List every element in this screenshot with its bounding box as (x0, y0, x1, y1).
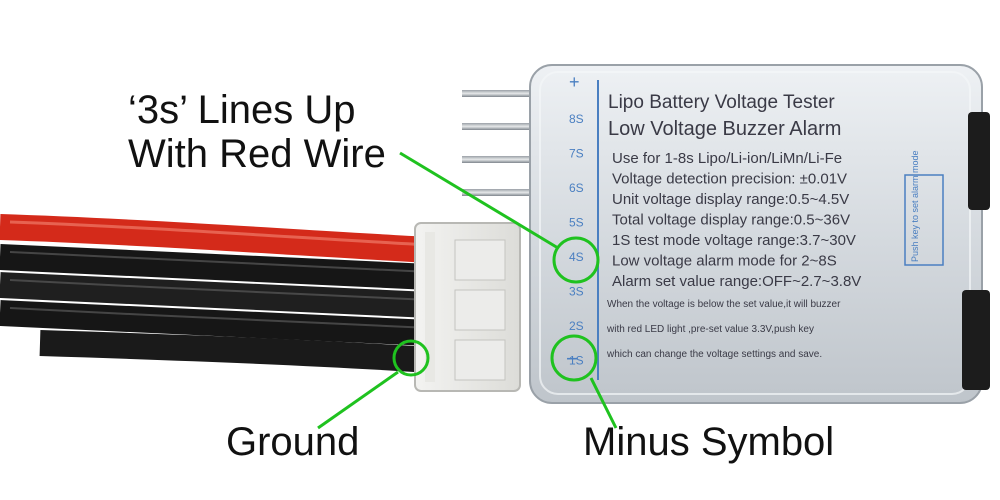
jst-connector (414, 222, 521, 392)
device-spec-lines: Use for 1-8s Lipo/Li-ion/LiMn/Li-FeVolta… (612, 150, 861, 290)
device-spec-line: Use for 1-8s Lipo/Li-ion/LiMn/Li-Fe (612, 150, 842, 167)
plus-symbol: + (569, 72, 580, 92)
black-wire (0, 272, 431, 318)
device-title-2: Low Voltage Buzzer Alarm (608, 118, 841, 140)
callout-circle-ground (392, 339, 430, 377)
side-connector (968, 112, 990, 210)
black-wire (0, 244, 431, 290)
header-pin (462, 123, 544, 130)
black-wire (0, 300, 431, 346)
pin-label: 8S (569, 112, 584, 126)
red-wire (0, 214, 431, 263)
header-pin (462, 156, 544, 163)
device-spec-line: Unit voltage display range:0.5~4.5V (612, 191, 849, 208)
device-note-line: which can change the voltage settings an… (606, 349, 822, 360)
device-note-line: with red LED light ,pre-set value 3.3V,p… (606, 324, 814, 335)
tester-body (529, 64, 990, 404)
callout-minus-label: Minus Symbol (583, 420, 835, 464)
callout-line-ground (317, 370, 399, 430)
pin-label: 3S (569, 285, 584, 299)
callout-circle-3s (552, 236, 600, 284)
device-spec-line: Voltage detection precision: ±0.01V (612, 171, 847, 188)
callout-3s-label: ‘3s’ Lines Up With Red Wire (128, 88, 386, 176)
minus-symbol: − (566, 346, 579, 371)
callout-circle-minus (550, 334, 598, 382)
device-print: Lipo Battery Voltage Tester Low Voltage … (566, 72, 920, 371)
pin-label: 4S (569, 250, 584, 264)
callout-3s-line-1: ‘3s’ Lines Up (128, 88, 356, 132)
device-title-1: Lipo Battery Voltage Tester (608, 92, 835, 113)
device-spec-line: Low voltage alarm mode for 2~8S (612, 253, 837, 270)
device-note-line: When the voltage is below the set value,… (607, 299, 841, 310)
pin-label-column: 8S 7S 6S 5S 4S 3S 2S 1S (569, 112, 584, 368)
pin-label: 6S (569, 181, 584, 195)
header-pins (462, 90, 544, 196)
pin-label: 7S (569, 147, 584, 161)
side-connector (962, 290, 990, 390)
callout-line-minus (589, 377, 618, 429)
header-pin (462, 189, 544, 196)
callout-markers (317, 151, 618, 430)
side-label-box (904, 174, 944, 266)
black-wire (39, 330, 431, 373)
balance-wires (0, 214, 431, 373)
callout-3s-line-2: With Red Wire (128, 132, 386, 176)
side-label-text: Push key to set alarm mode (910, 150, 920, 262)
header-pin (462, 90, 544, 97)
device-spec-line: Alarm set value range:OFF~2.7~3.8V (612, 273, 861, 290)
device-spec-line: Total voltage display range:0.5~36V (612, 212, 850, 229)
callout-line-3s (399, 151, 559, 250)
pin-label: 1S (569, 354, 584, 368)
device-spec-line: 1S test mode voltage range:3.7~30V (612, 232, 856, 249)
callout-ground-label: Ground (226, 420, 360, 464)
device-note-lines: When the voltage is below the set value,… (606, 299, 841, 360)
pin-label: 2S (569, 319, 584, 333)
pin-label: 5S (569, 216, 584, 230)
